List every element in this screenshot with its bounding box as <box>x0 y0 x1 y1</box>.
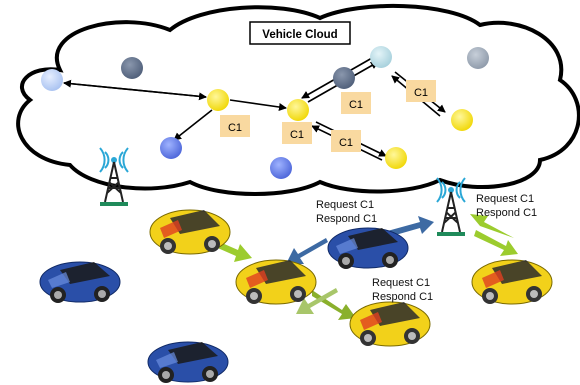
cloud-nodes <box>41 46 489 179</box>
node-light-blue <box>41 69 63 91</box>
node-yellow <box>385 147 407 169</box>
tower-icon <box>99 147 129 206</box>
cloud-title-box <box>249 21 351 45</box>
c1-box <box>406 80 436 102</box>
blue-arrow <box>286 238 328 264</box>
c1-label: C1 <box>228 122 242 134</box>
node-blue <box>160 137 182 159</box>
c1-label: C1 <box>290 129 304 141</box>
cloud-title: Vehicle Cloud <box>262 29 337 41</box>
node-slate <box>333 67 355 89</box>
car-icon <box>39 261 121 304</box>
olive-arrow <box>296 288 338 314</box>
node-blue <box>270 157 292 179</box>
message-labels: Request C1 Respond C1 Request C1 Respond… <box>316 193 537 303</box>
c1-box <box>282 122 312 144</box>
car-icon <box>147 341 229 384</box>
node-yellow <box>287 99 309 121</box>
c1-label: C1 <box>339 137 353 149</box>
c1-boxes: C1 C1 C1 C1 C1 <box>220 80 436 152</box>
node-cyan <box>370 46 392 68</box>
node-gray <box>467 47 489 69</box>
arrow <box>229 99 287 111</box>
message-request: Request C1 <box>372 277 430 289</box>
message-request: Request C1 <box>316 199 374 211</box>
c1-label: C1 <box>414 87 428 99</box>
car-icon <box>471 259 553 305</box>
car-icon <box>349 301 431 347</box>
tower-icon <box>436 177 466 236</box>
green-arrow <box>474 230 518 256</box>
message-respond: Respond C1 <box>372 291 433 303</box>
car-icon <box>149 209 231 255</box>
node-yellow <box>451 109 473 131</box>
c1-box <box>331 130 361 152</box>
message-respond: Respond C1 <box>476 207 537 219</box>
c1-box <box>341 92 371 114</box>
message-request: Request C1 <box>476 193 534 205</box>
green-arrow <box>470 214 514 238</box>
c1-box <box>220 115 250 137</box>
message-respond: Respond C1 <box>316 213 377 225</box>
c1-label: C1 <box>349 99 363 111</box>
arrow <box>173 109 213 141</box>
arrow <box>63 79 207 98</box>
car-icon <box>327 227 409 270</box>
node-yellow <box>207 89 229 111</box>
car-icon <box>235 259 317 305</box>
node-slate <box>121 57 143 79</box>
olive-arrow <box>312 290 356 320</box>
